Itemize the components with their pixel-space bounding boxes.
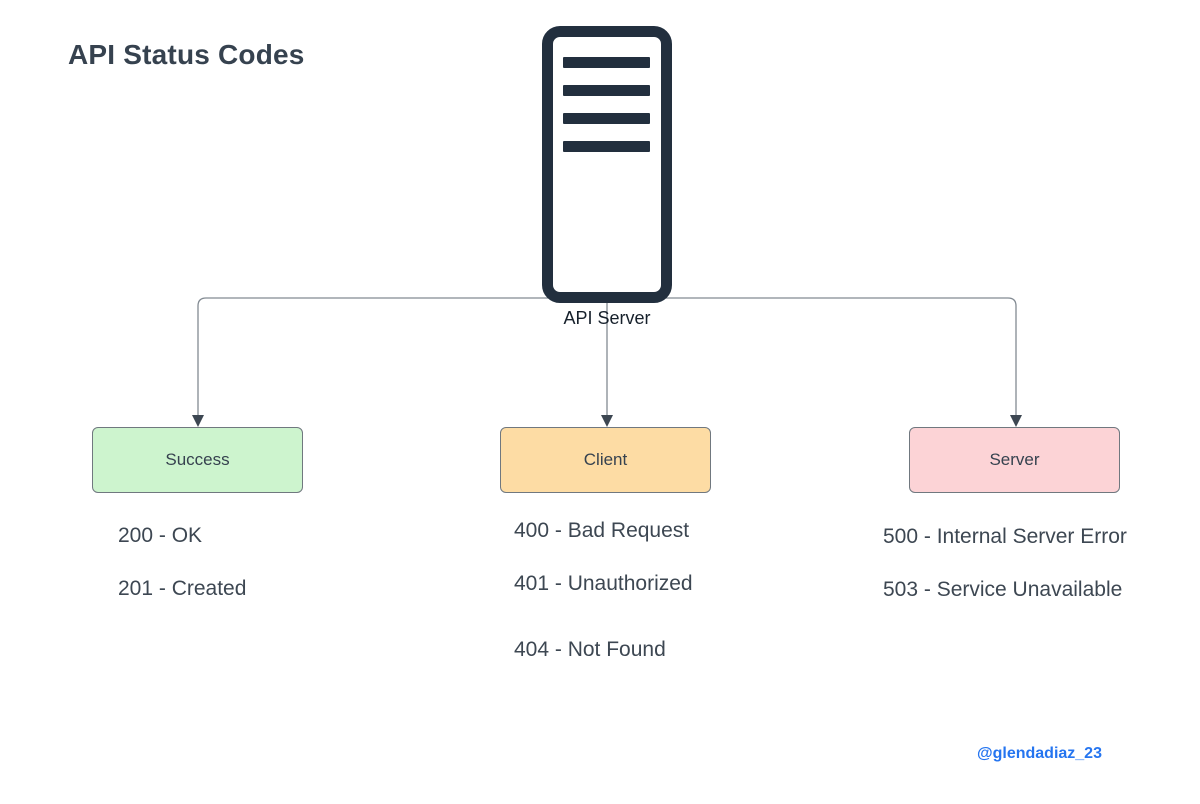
arrowhead-success bbox=[192, 415, 204, 427]
author-handle: @glendadiaz_23 bbox=[977, 745, 1102, 762]
server-slot-bar bbox=[563, 85, 650, 96]
status-code: 404 - Not Found bbox=[514, 638, 666, 661]
page-title: API Status Codes bbox=[68, 39, 305, 70]
codes-list-client: 400 - Bad Request 401 - Unauthorized 404… bbox=[514, 519, 693, 691]
server-rack-icon bbox=[542, 26, 672, 303]
branch-box-server: Server bbox=[909, 427, 1120, 493]
server-slot-bar bbox=[563, 57, 650, 68]
status-code: 201 - Created bbox=[118, 577, 247, 600]
status-code: 503 - Service Unavailable bbox=[883, 578, 1123, 601]
branch-label-server: Server bbox=[989, 450, 1040, 469]
branch-box-client: Client bbox=[500, 427, 711, 493]
server-slot-bar bbox=[563, 113, 650, 124]
status-code: 401 - Unauthorized bbox=[514, 572, 693, 595]
status-code: 400 - Bad Request bbox=[514, 519, 690, 542]
branch-label-client: Client bbox=[583, 450, 628, 469]
status-code: 500 - Internal Server Error bbox=[883, 525, 1127, 548]
branch-label-success: Success bbox=[165, 450, 230, 469]
codes-list-success: 200 - OK 201 - Created bbox=[118, 524, 246, 630]
arrowhead-server bbox=[1010, 415, 1022, 427]
server-label: API Server bbox=[563, 308, 651, 328]
status-code: 200 - OK bbox=[118, 524, 203, 547]
branch-box-success: Success bbox=[92, 427, 303, 493]
arrowhead-client bbox=[601, 415, 613, 427]
server-slot-bar bbox=[563, 141, 650, 152]
codes-list-server: 500 - Internal Server Error 503 - Servic… bbox=[883, 525, 1127, 631]
